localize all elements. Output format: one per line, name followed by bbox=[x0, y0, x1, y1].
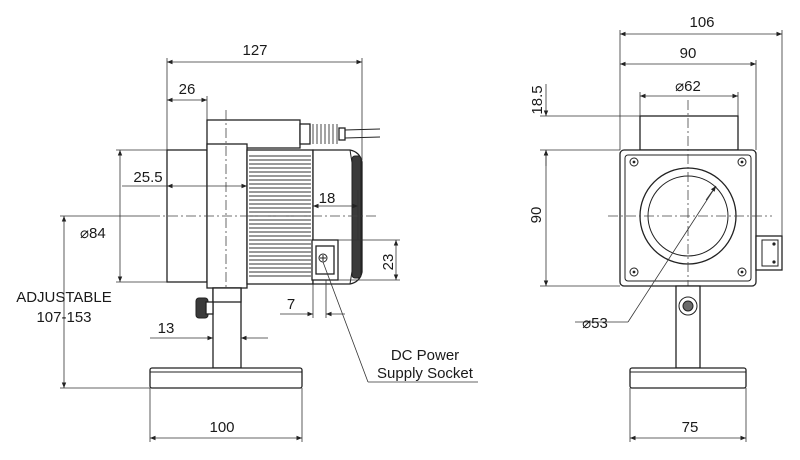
cable-gland bbox=[299, 123, 381, 145]
dim-socket-offset: 7 bbox=[287, 296, 295, 313]
dim-flange-offset: 25.5 bbox=[133, 169, 162, 186]
finned-body bbox=[246, 149, 314, 285]
dim-front-inner-diameter: ⌀53 bbox=[582, 315, 608, 332]
dim-front-top-height: 18.5 bbox=[529, 85, 546, 114]
cable-housing bbox=[206, 119, 301, 149]
dim-flange-depth: 26 bbox=[179, 81, 196, 98]
dim-front-body-width: 90 bbox=[680, 45, 697, 62]
dim-front-body-height: 90 bbox=[528, 207, 545, 224]
dim-socket-height: 23 bbox=[380, 254, 397, 271]
dc-socket bbox=[311, 239, 339, 281]
dim-socket-width: 18 bbox=[319, 190, 336, 207]
corner-screws bbox=[629, 157, 747, 277]
dim-overall-width: 127 bbox=[242, 42, 267, 59]
dim-front-overall-width: 106 bbox=[689, 14, 714, 31]
stand-base bbox=[149, 367, 303, 389]
callout-line1: DC Power bbox=[391, 347, 459, 364]
front-stand-post bbox=[675, 285, 701, 369]
dim-diameter: ⌀84 bbox=[80, 225, 106, 242]
stand-post bbox=[195, 287, 242, 369]
adjustable-label: ADJUSTABLE bbox=[16, 289, 112, 306]
front-top-housing bbox=[639, 115, 739, 151]
front-view: 106 90 ⌀62 18.5 90 ⌀53 75 bbox=[528, 14, 783, 442]
dim-front-base: 75 bbox=[682, 419, 699, 436]
adjustable-range: 107-153 bbox=[36, 309, 91, 326]
dim-front-aperture: ⌀62 bbox=[675, 78, 701, 95]
dim-base: 100 bbox=[209, 419, 234, 436]
dim-post: 13 bbox=[158, 320, 175, 337]
side-view: 127 26 25.5 ⌀84 ADJUSTABLE 107-153 18 23 bbox=[16, 42, 478, 442]
front-stand-base bbox=[629, 367, 747, 389]
callout-line2: Supply Socket bbox=[377, 365, 474, 382]
front-side-socket bbox=[755, 235, 783, 271]
